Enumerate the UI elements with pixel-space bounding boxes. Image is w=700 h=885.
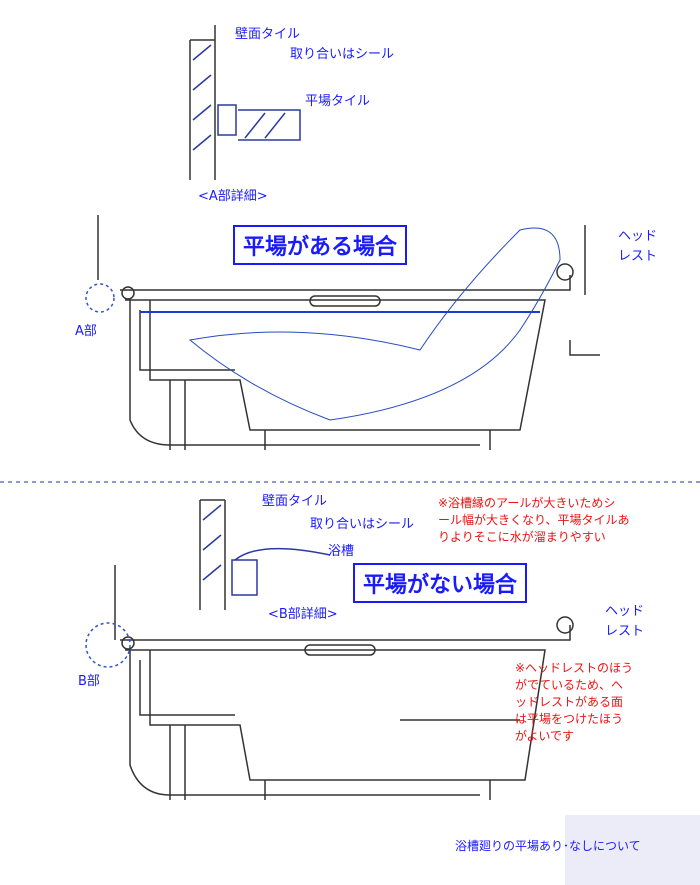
label-detail-b: <B部詳細> bbox=[268, 607, 338, 622]
tub-bottom-sketch bbox=[85, 565, 574, 800]
label-flat-tile: 平場タイル bbox=[305, 94, 371, 109]
title-without-flat: 平場がない場合 bbox=[353, 563, 528, 603]
tub-top-sketch bbox=[85, 215, 600, 450]
label-tub: 浴槽 bbox=[328, 544, 355, 559]
label-headrest-b2: レスト bbox=[605, 624, 645, 639]
note-seal-width: ※浴槽縁のアールが大きいためシール幅が大きくなり、平場タイルありよりそこに水が溜… bbox=[438, 496, 630, 544]
label-detail-a: <A部詳細> bbox=[198, 189, 268, 204]
label-seal-b: 取り合いはシール bbox=[310, 517, 415, 532]
title-with-flat: 平場がある場合 bbox=[233, 225, 408, 265]
label-part-a: A部 bbox=[75, 324, 97, 339]
label-seal-a: 取り合いはシール bbox=[290, 47, 395, 62]
label-wall-tile-b: 壁面タイル bbox=[262, 494, 328, 509]
detail-a-sketch bbox=[189, 25, 301, 180]
label-wall-tile-a: 壁面タイル bbox=[235, 27, 301, 42]
label-headrest-b1: ヘッド bbox=[605, 604, 645, 619]
detail-b-sketch bbox=[199, 499, 331, 610]
caption: 浴槽廻りの平場あり･なしについて bbox=[455, 839, 641, 853]
label-headrest-a1: ヘッド bbox=[618, 229, 658, 244]
label-part-b: B部 bbox=[78, 674, 100, 689]
note-headrest: ※ヘッドレストのほうがでているため、ヘッドレストがある面は平場をつけたほうがよい… bbox=[515, 661, 634, 743]
label-headrest-a2: レスト bbox=[618, 249, 658, 264]
